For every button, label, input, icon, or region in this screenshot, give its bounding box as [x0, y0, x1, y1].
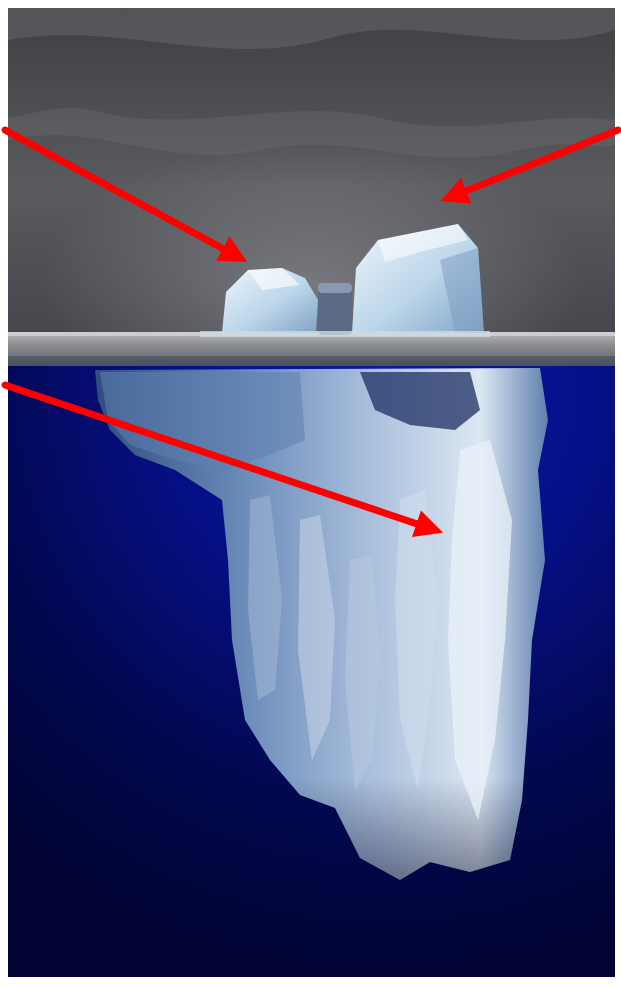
- sky-region: [8, 8, 615, 336]
- water-surface: [8, 332, 615, 366]
